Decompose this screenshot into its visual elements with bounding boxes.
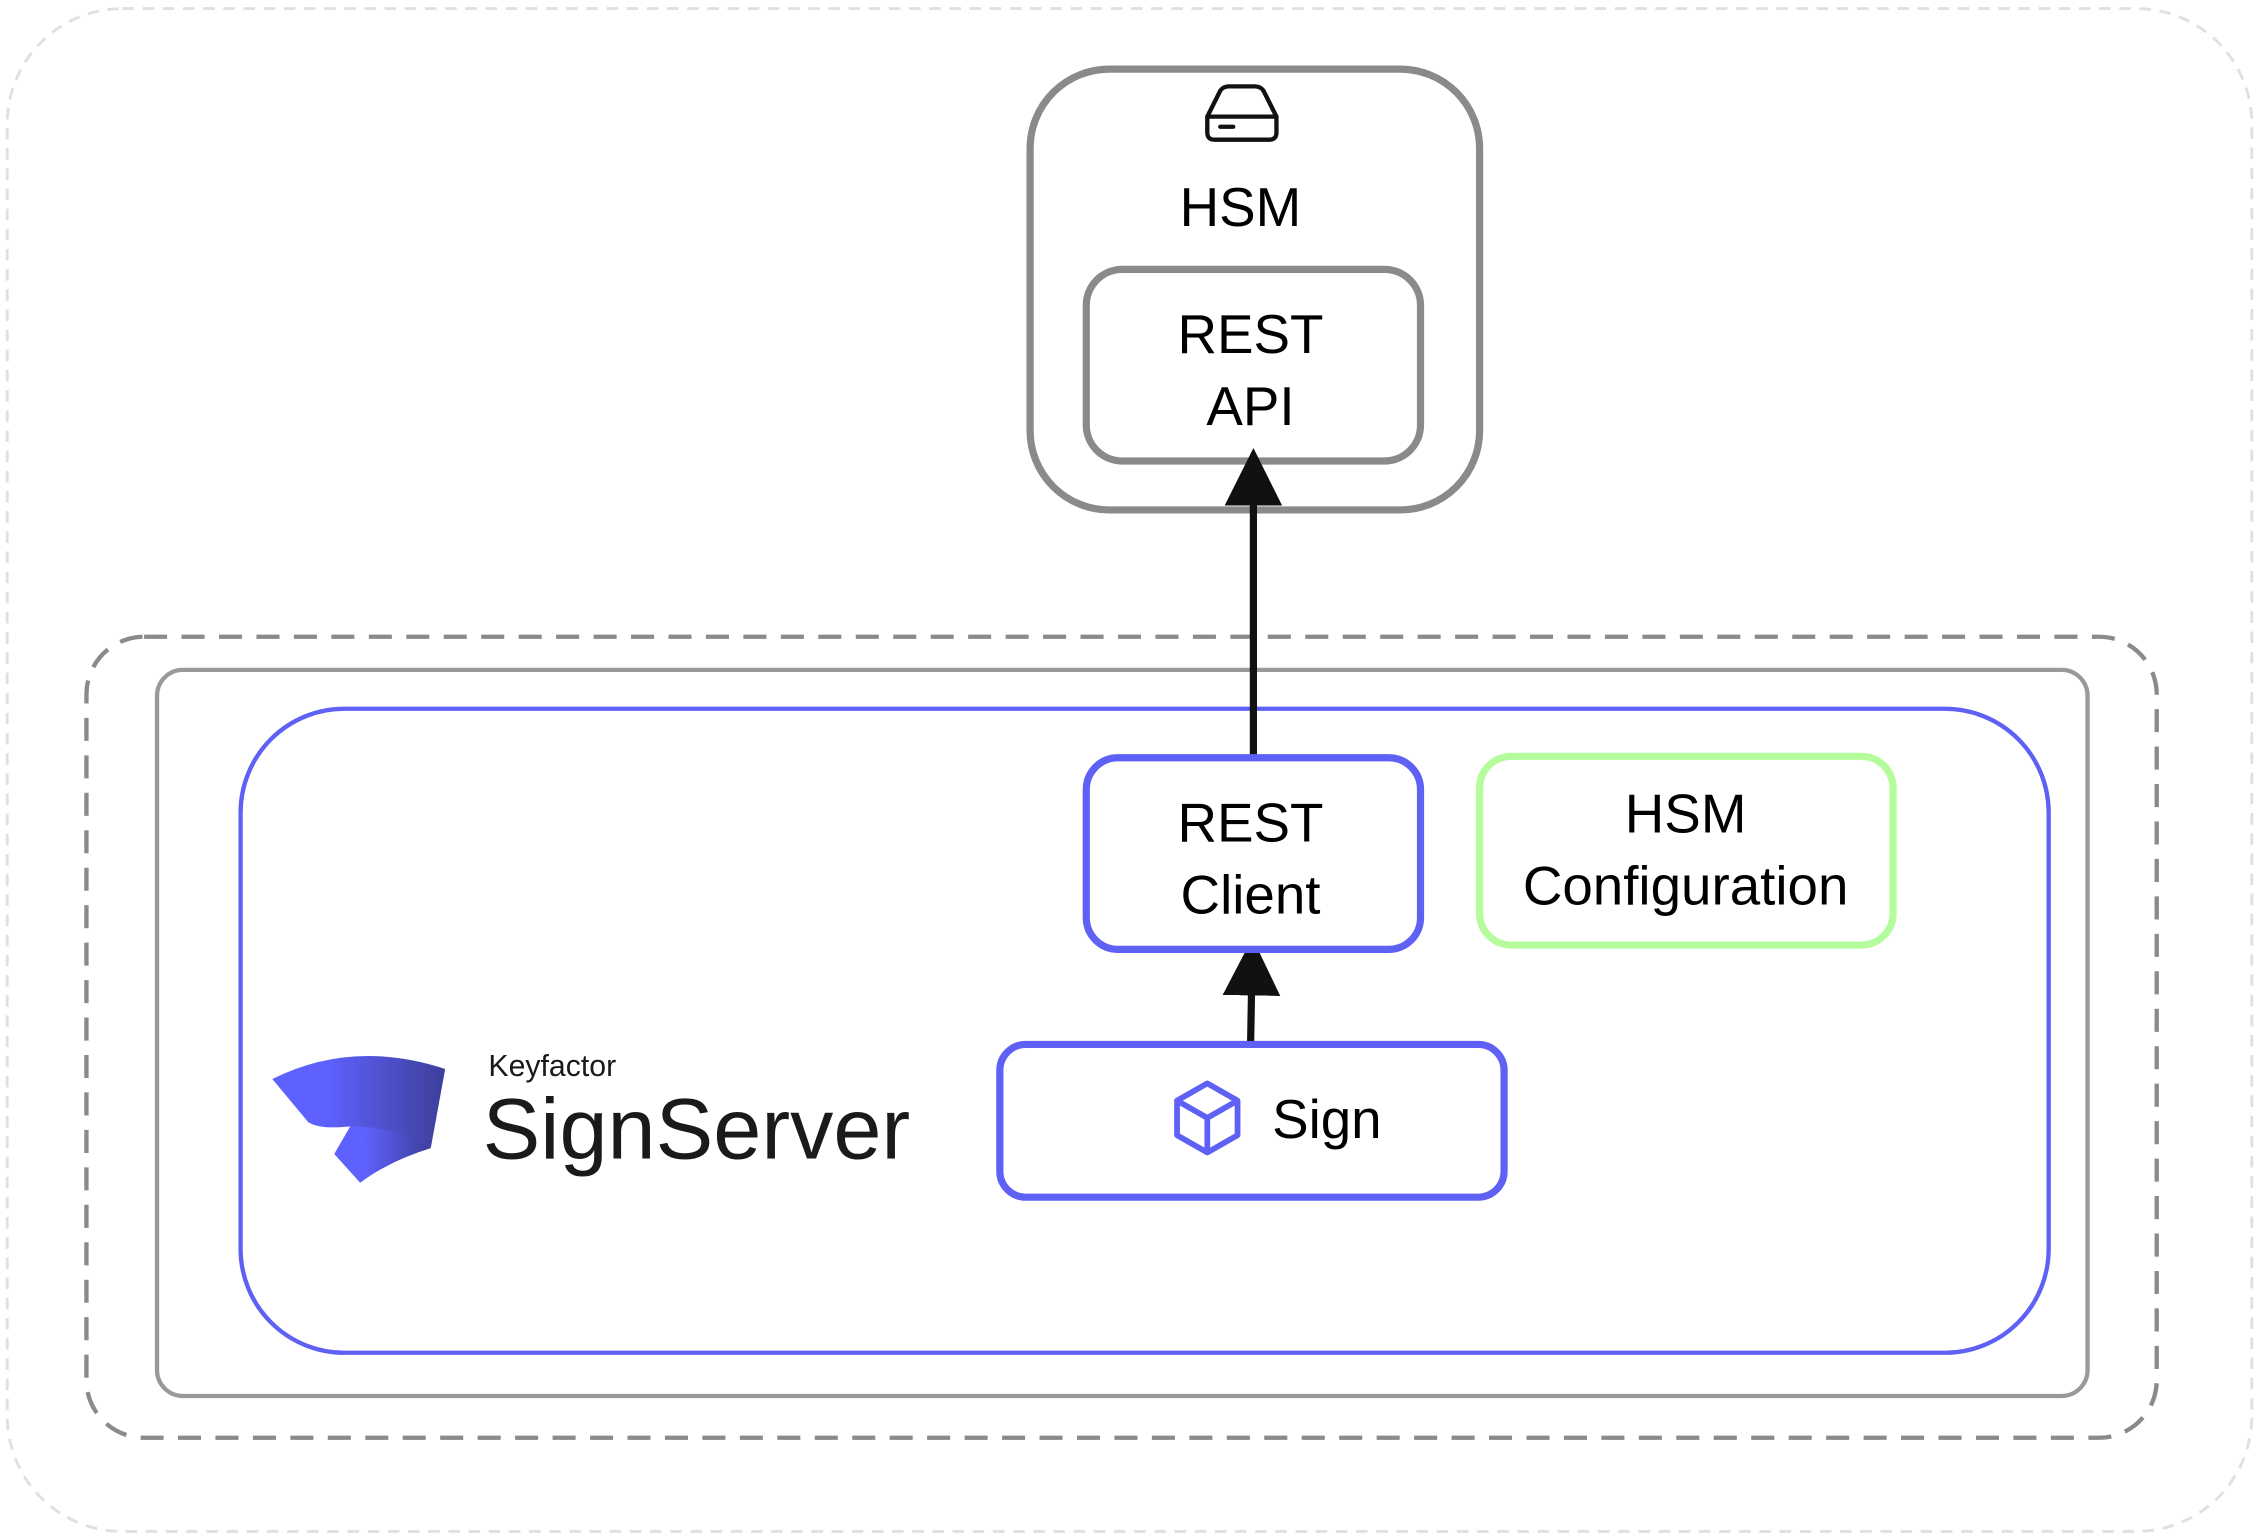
signserver-logo: Keyfactor SignServer bbox=[272, 1050, 910, 1183]
rest-api-label-line1: REST bbox=[1178, 303, 1324, 365]
rest-client-box[interactable]: REST Client bbox=[1082, 754, 1425, 953]
hsm-configuration-label-line1: HSM bbox=[1625, 783, 1747, 845]
logo-brand: Keyfactor bbox=[488, 1050, 616, 1083]
logo-mark bbox=[272, 1055, 446, 1149]
sign-box[interactable]: Sign bbox=[996, 1040, 1508, 1201]
hsm-title: HSM bbox=[1180, 176, 1302, 238]
rest-client-label-line2: Client bbox=[1181, 863, 1321, 925]
sign-label: Sign bbox=[1272, 1088, 1382, 1150]
rest-client-label-line1: REST bbox=[1178, 791, 1324, 853]
hsm-configuration-label-line2: Configuration bbox=[1523, 855, 1849, 917]
deployment-boundary bbox=[84, 634, 2159, 1440]
signserver-container bbox=[238, 706, 2051, 1355]
logo-product: SignServer bbox=[483, 1081, 911, 1177]
rest-api-box[interactable]: REST API bbox=[1082, 265, 1425, 465]
arrow-sign-to-client bbox=[1222, 937, 1281, 1049]
host-container bbox=[154, 667, 2090, 1399]
hsm-configuration-box[interactable]: HSM Configuration bbox=[1475, 752, 1897, 949]
hard-drive-icon bbox=[1205, 84, 1279, 142]
cube-icon bbox=[1174, 1080, 1241, 1156]
rest-api-label-line2: API bbox=[1206, 375, 1294, 437]
